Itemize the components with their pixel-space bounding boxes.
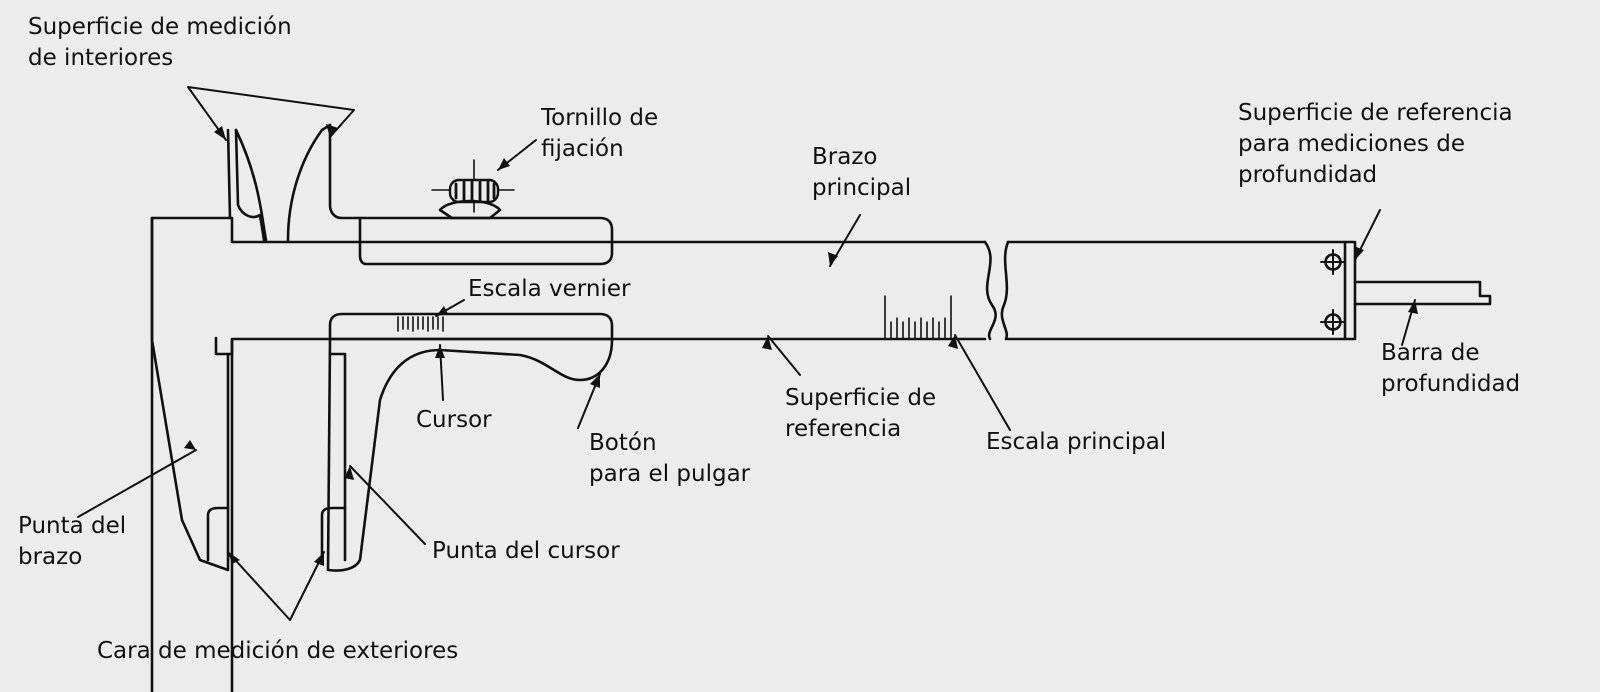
slider-jaw-tip	[320, 506, 347, 562]
label-thumb-button: Botón para el pulgar	[589, 430, 751, 487]
inside-jaw-right	[286, 123, 362, 242]
label-interior-measuring-surface: Superficie de medición de interiores	[28, 14, 292, 71]
label-cursor-tip: Punta del cursor	[432, 538, 620, 564]
label-main-beam: Brazo principal	[812, 144, 912, 201]
fixed-jaw-tip	[206, 506, 230, 562]
fixed-jaw	[150, 216, 230, 572]
locking-screw-base	[438, 199, 502, 220]
label-depth-bar: Barra de profundidad	[1381, 340, 1521, 397]
label-vernier-scale: Escala vernier	[468, 276, 631, 302]
fixed-jaw-inner	[214, 336, 234, 356]
label-exterior-measuring-face: Cara de medición de exteriores	[97, 638, 459, 664]
main-beam-right	[1006, 240, 1357, 341]
label-cursor: Cursor	[416, 407, 492, 433]
beam-break-2	[1000, 240, 1010, 341]
depth-bar	[1353, 280, 1492, 306]
slider-body	[326, 312, 614, 572]
vernier-scale	[397, 316, 444, 332]
leader-lines	[77, 86, 1416, 621]
label-depth-reference-surface: Superficie de referencia para mediciones…	[1238, 100, 1513, 188]
inside-jaw-curve	[234, 128, 268, 242]
label-locking-screw: Tornillo de fijación	[541, 105, 659, 162]
label-main-scale: Escala principal	[986, 429, 1167, 455]
beam-break	[983, 240, 997, 341]
main-scale	[884, 295, 952, 340]
arrowheads	[184, 124, 1418, 566]
label-reference-surface: Superficie de referencia	[785, 385, 937, 442]
inside-jaw-left	[226, 128, 266, 242]
slider-top	[358, 216, 614, 266]
label-beam-tip: Punta del brazo	[18, 513, 127, 570]
slider-jaw-inner	[328, 352, 347, 562]
